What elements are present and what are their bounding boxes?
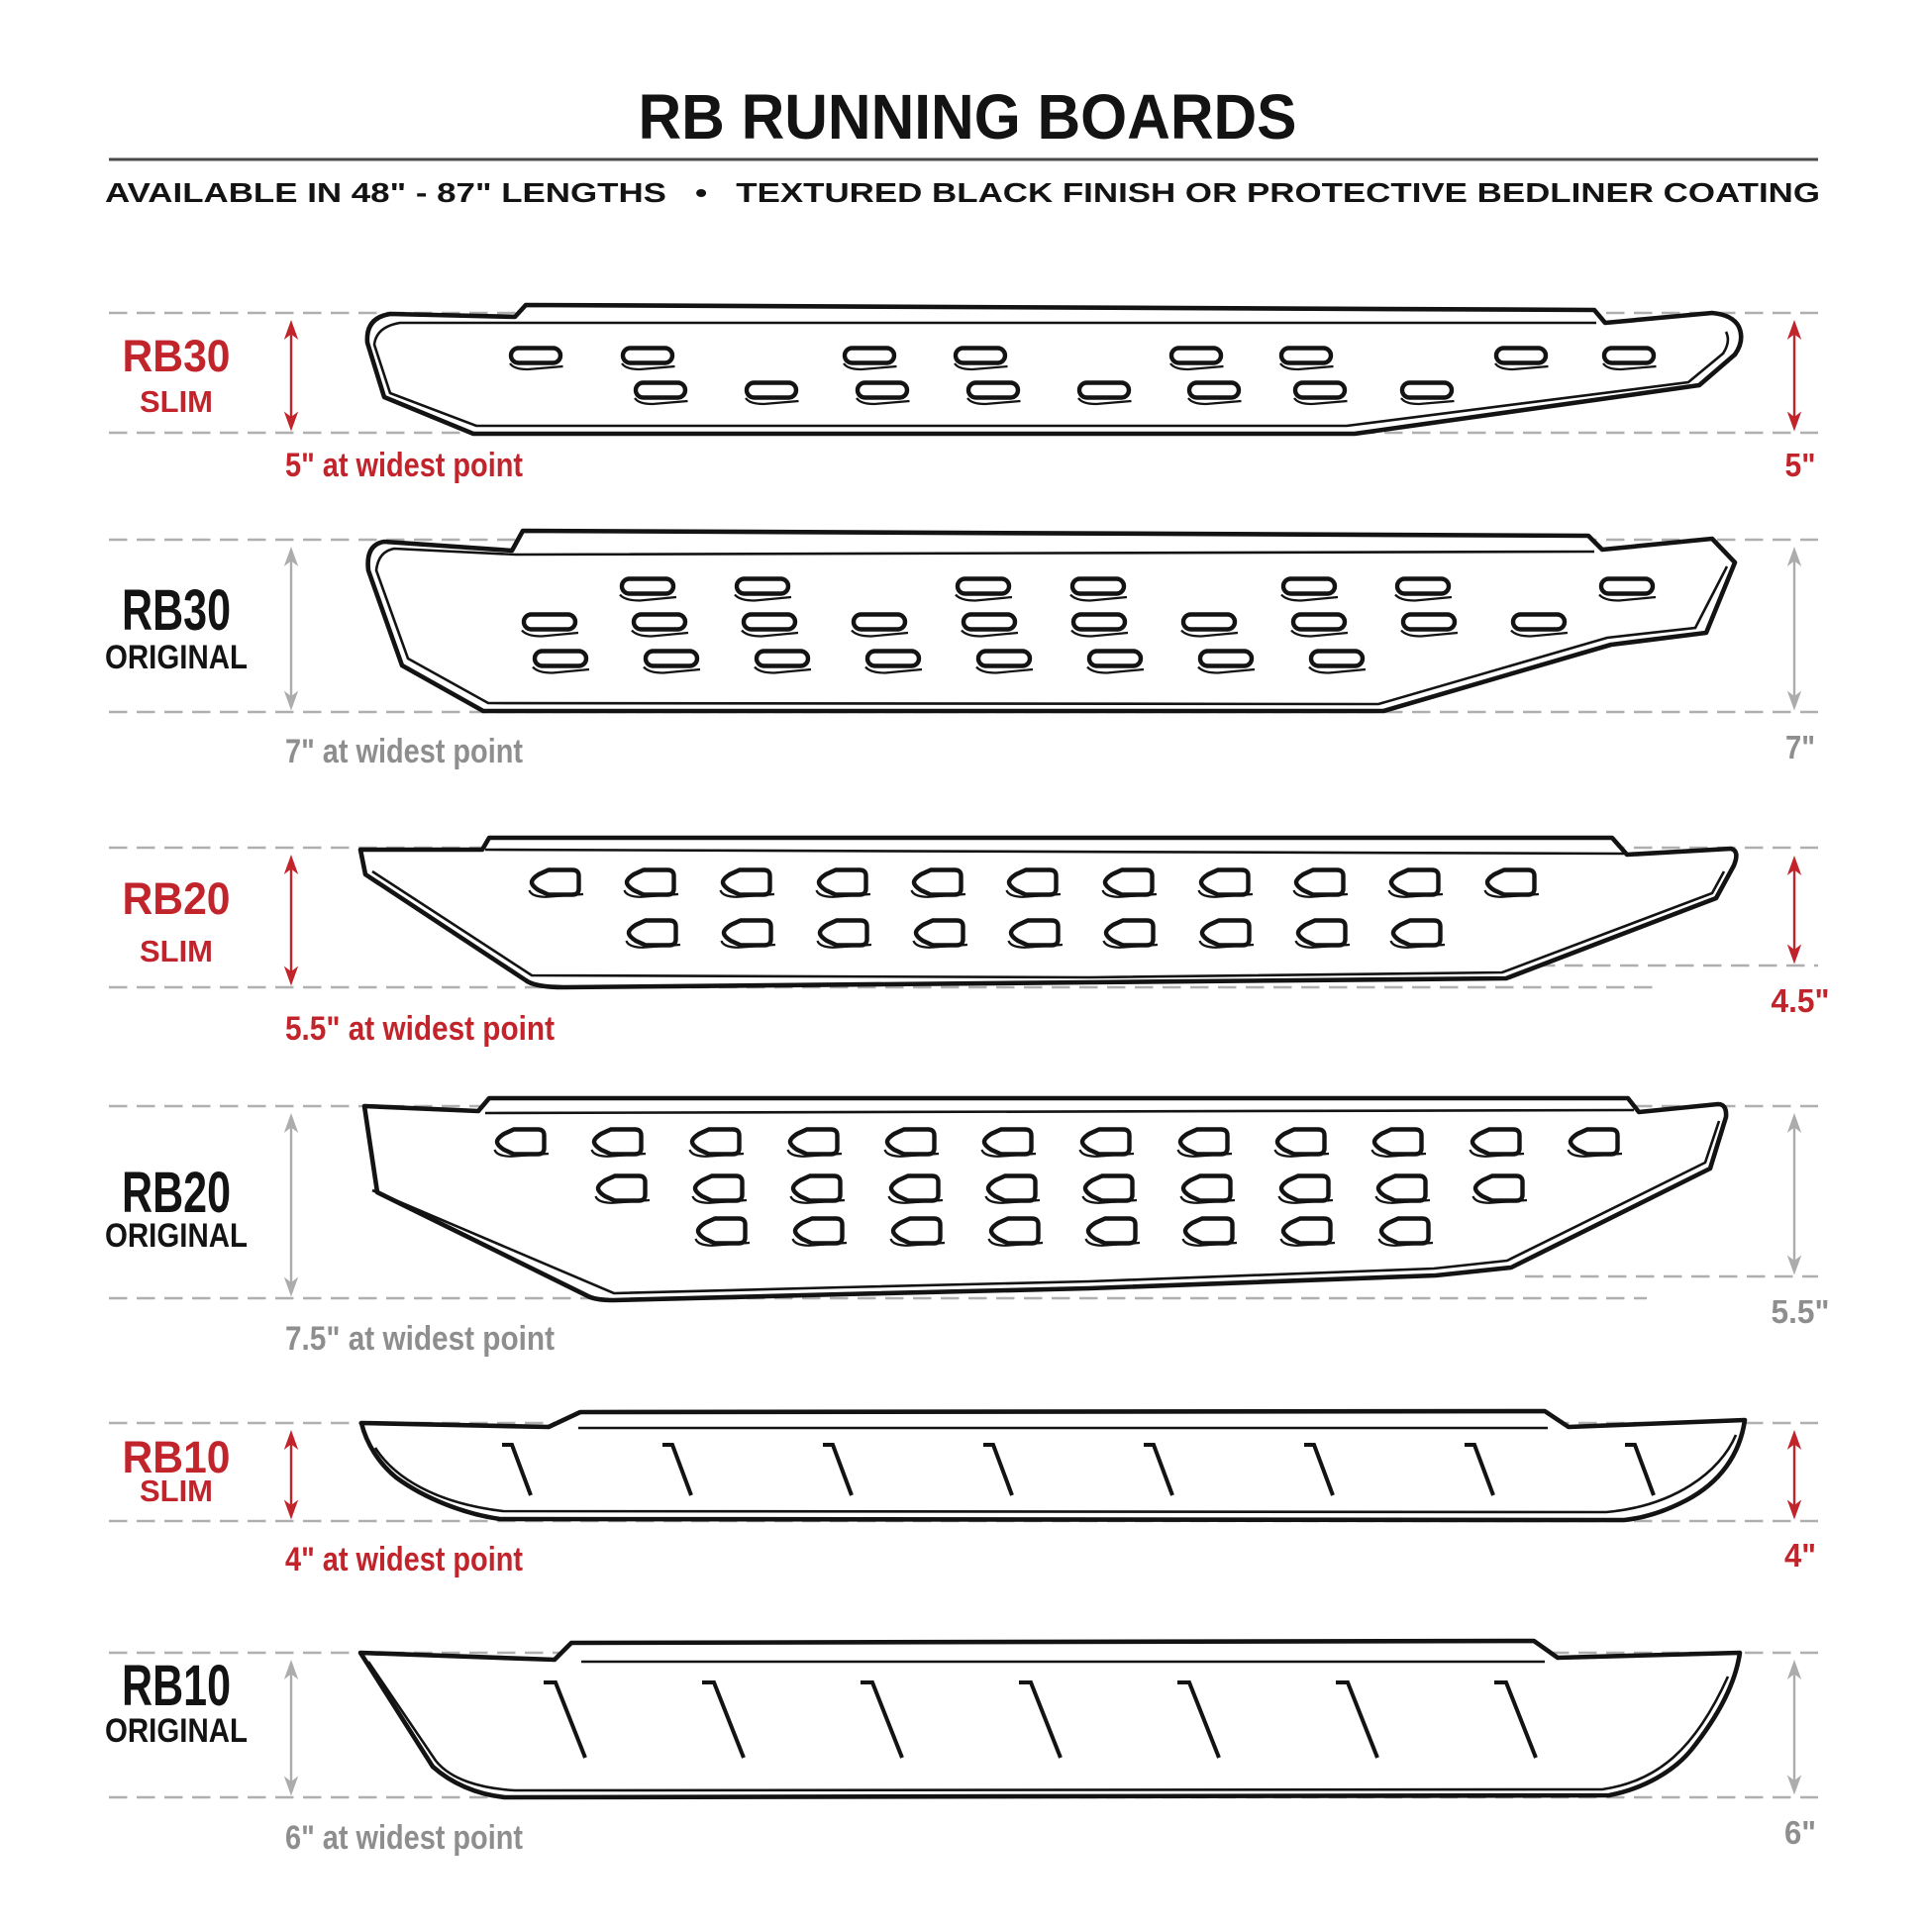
- svg-text:5": 5": [1785, 447, 1816, 483]
- svg-text:SLIM: SLIM: [140, 1474, 213, 1508]
- svg-text:SLIM: SLIM: [140, 934, 213, 968]
- svg-text:RB30: RB30: [122, 578, 231, 643]
- svg-text:ORIGINAL: ORIGINAL: [105, 1217, 248, 1255]
- svg-text:5.5": 5.5": [1772, 1293, 1830, 1330]
- svg-text:6": 6": [1784, 1814, 1816, 1851]
- svg-text:AVAILABLE IN 48" - 87" LENGTHS: AVAILABLE IN 48" - 87" LENGTHS • TEXTURE…: [105, 177, 1820, 208]
- svg-text:RB30: RB30: [123, 331, 231, 381]
- svg-text:7.5" at widest point: 7.5" at widest point: [285, 1320, 555, 1358]
- svg-text:4.5": 4.5": [1772, 982, 1830, 1019]
- svg-text:SLIM: SLIM: [140, 384, 213, 419]
- svg-text:RB RUNNING BOARDS: RB RUNNING BOARDS: [639, 81, 1297, 153]
- svg-text:5.5" at widest point: 5.5" at widest point: [285, 1010, 555, 1048]
- svg-text:RB20: RB20: [122, 1161, 231, 1225]
- svg-text:4": 4": [1784, 1537, 1816, 1574]
- svg-text:ORIGINAL: ORIGINAL: [105, 1712, 248, 1750]
- svg-text:ORIGINAL: ORIGINAL: [105, 639, 248, 676]
- svg-text:RB10: RB10: [123, 1432, 231, 1482]
- svg-text:7" at widest point: 7" at widest point: [285, 733, 523, 770]
- svg-text:5" at widest point: 5" at widest point: [285, 447, 523, 484]
- svg-text:4" at widest point: 4" at widest point: [285, 1541, 523, 1578]
- svg-text:7": 7": [1785, 729, 1815, 765]
- svg-text:6" at widest point: 6" at widest point: [285, 1819, 523, 1857]
- svg-text:RB10: RB10: [122, 1654, 231, 1718]
- svg-text:RB20: RB20: [123, 873, 231, 924]
